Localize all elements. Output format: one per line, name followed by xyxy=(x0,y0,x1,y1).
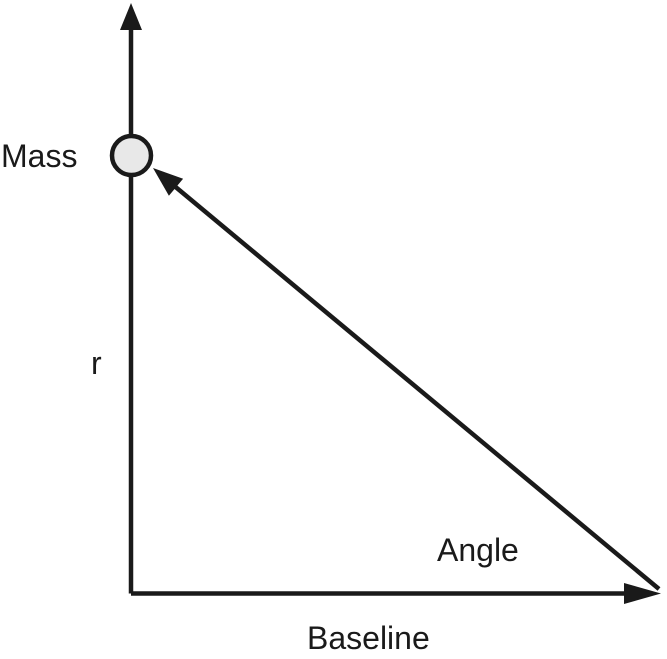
angle-label: Angle xyxy=(437,532,519,568)
sightline xyxy=(170,182,661,591)
up-arrowhead xyxy=(120,3,142,30)
radius-label: r xyxy=(91,345,102,381)
mass-label: Mass xyxy=(1,138,78,174)
mass-circle xyxy=(109,133,154,178)
right-arrowhead xyxy=(624,583,661,604)
baseline-label: Baseline xyxy=(307,620,430,656)
sightline-arrowhead xyxy=(153,168,184,196)
